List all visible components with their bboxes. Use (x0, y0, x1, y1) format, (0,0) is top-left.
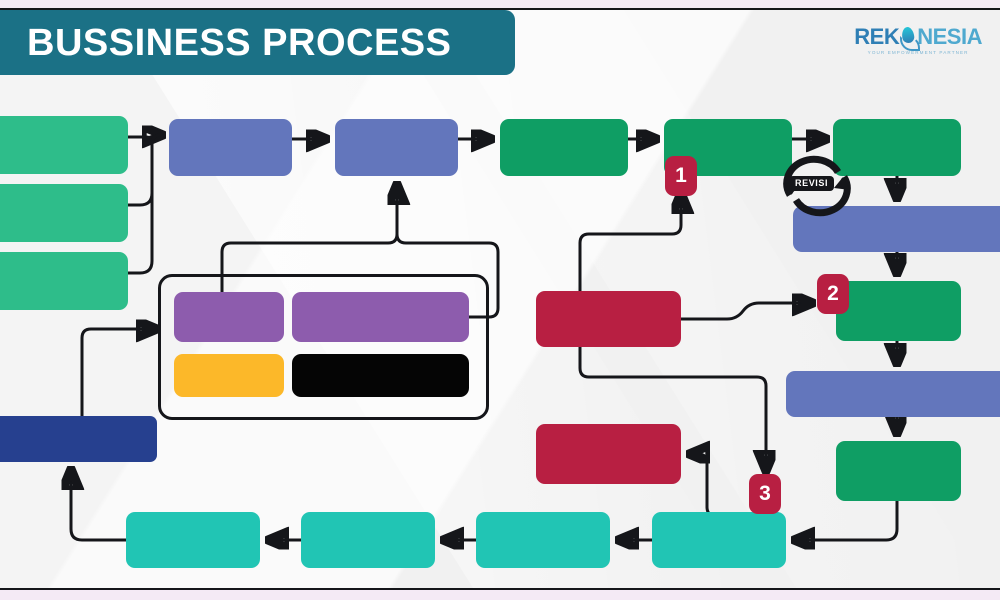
process-node-1[interactable] (169, 119, 292, 176)
input-node-1[interactable] (0, 116, 128, 174)
doc-node-amber[interactable] (174, 354, 284, 397)
output-node-1[interactable] (126, 512, 260, 568)
step-badge-3[interactable]: 3 (749, 474, 781, 514)
wire-in2-to-pb1 (126, 133, 163, 207)
circular-arrows-icon (783, 155, 851, 217)
wire-crimson1-to-badge1 (578, 194, 681, 293)
brand-logo: REK NESIA Your Empowerment Partner (854, 24, 982, 56)
wire-navy-to-group (80, 329, 156, 418)
archive-node[interactable] (0, 416, 157, 462)
revisi-stamp[interactable]: REVISI (778, 155, 856, 217)
title-banner: BUSSINESS PROCESS (0, 10, 515, 75)
wire-crimson1-to-badge2 (679, 303, 812, 321)
output-node-3[interactable] (476, 512, 610, 568)
step-badge-1[interactable]: 1 (665, 156, 697, 196)
output-node-2[interactable] (301, 512, 435, 568)
input-node-2[interactable] (0, 184, 128, 242)
diagram-canvas: 1 2 3 REVISI (0, 8, 1000, 590)
logo-text-part-2: NESIA (917, 24, 982, 49)
top-edge-strip (0, 0, 1000, 10)
wire-gn5-to-tq4 (795, 499, 899, 540)
approval-node-1[interactable] (836, 281, 961, 341)
doc-node-purple-2[interactable] (292, 292, 469, 342)
wide-bar-node-2[interactable] (786, 371, 1000, 417)
logo-wordmark: REK NESIA (854, 24, 982, 51)
logo-text-part-1: REK (854, 24, 900, 49)
step-badge-1-label: 1 (675, 164, 687, 187)
output-node-4[interactable] (652, 512, 786, 568)
bottom-edge-strip (0, 588, 1000, 600)
doc-node-black[interactable] (292, 354, 469, 397)
wire-tq1-to-navy (71, 470, 128, 542)
flame-leaf-icon (899, 25, 921, 51)
page-title: BUSSINESS PROCESS (27, 21, 452, 64)
reject-node-2[interactable] (536, 424, 681, 484)
revisi-label: REVISI (789, 176, 835, 191)
approval-node-2[interactable] (836, 441, 961, 501)
input-node-3[interactable] (0, 252, 128, 310)
step-badge-2[interactable]: 2 (817, 274, 849, 314)
process-node-2[interactable] (335, 119, 458, 176)
logo-tagline: Your Empowerment Partner (867, 50, 969, 55)
step-badge-3-label: 3 (759, 482, 771, 505)
review-node-3[interactable] (833, 119, 961, 176)
review-node-1[interactable] (500, 119, 628, 176)
reject-node-1[interactable] (536, 291, 681, 347)
wire-badge3-to-crimson2 (690, 454, 750, 518)
step-badge-2-label: 2 (827, 282, 839, 305)
doc-node-purple-1[interactable] (174, 292, 284, 342)
